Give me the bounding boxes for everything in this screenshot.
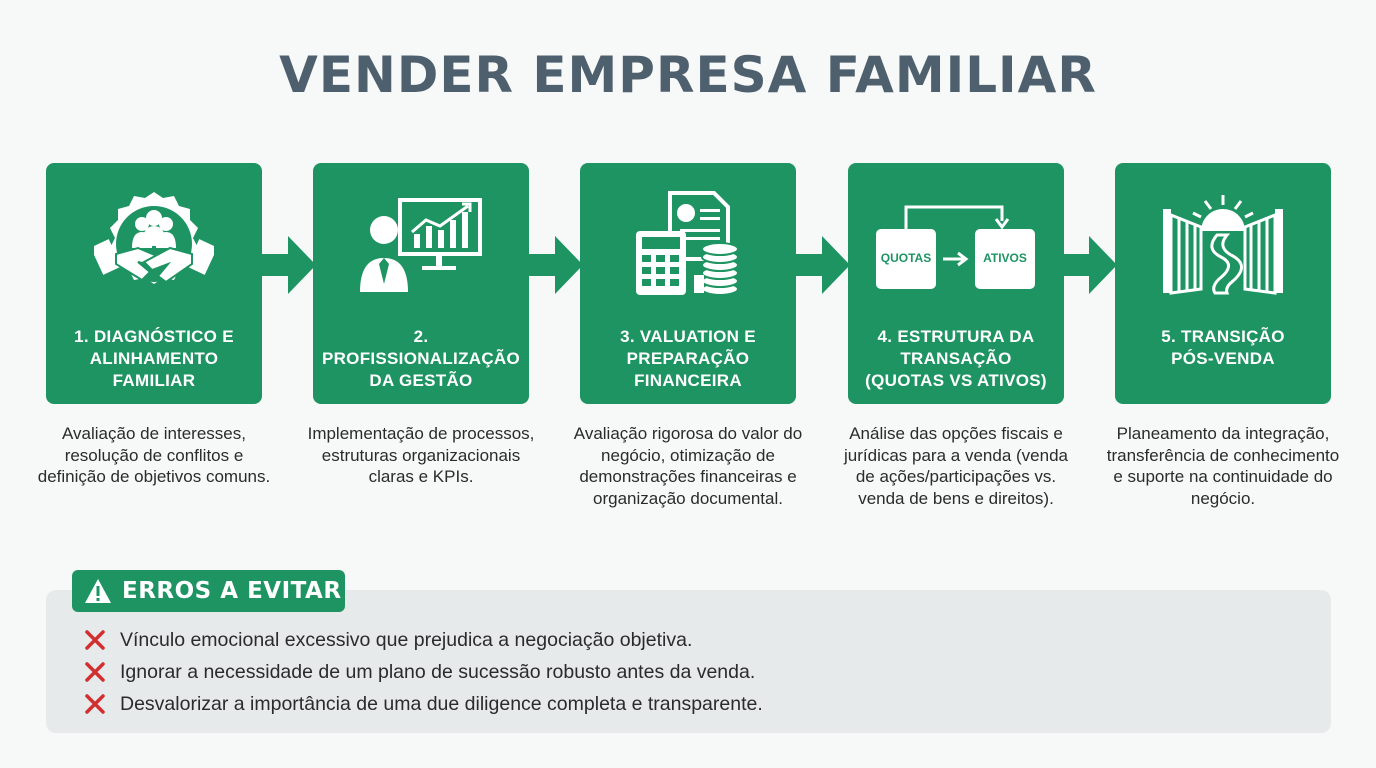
cross-icon <box>85 630 105 650</box>
step-description-2: Implementação de processos, estruturas o… <box>307 424 535 486</box>
cross-icon <box>85 662 105 682</box>
step-card-2: 2. PROFISSIONALIZAÇÃO DA GESTÃO <box>313 163 529 404</box>
quotas-box-text: QUOTAS <box>880 251 932 265</box>
calculator-documents-coins-icon <box>580 185 796 303</box>
error-item-2: Ignorar a necessidade de um plano de suc… <box>84 658 755 686</box>
step-label: 3. VALUATION E PREPARAÇÃO FINANCEIRA <box>620 327 756 390</box>
arrow-right-icon <box>1063 236 1117 294</box>
warning-icon <box>85 579 111 603</box>
handshake-family-icon <box>46 185 262 303</box>
step-label: 1. DIAGNÓSTICO E ALINHAMENTO FAMILIAR <box>74 327 234 390</box>
step-card-3: 3. VALUATION E PREPARAÇÃO FINANCEIRA <box>580 163 796 404</box>
error-item-3: Desvalorizar a importância de uma due di… <box>84 690 763 718</box>
ativos-box-text: ATIVOS <box>983 251 1027 265</box>
arrow-right-icon <box>796 236 850 294</box>
step-card-4: QUOTAS ATIVOS 4. ESTRUTURA DA TRANSAÇÃO … <box>848 163 1064 404</box>
error-item-1: Vínculo emocional excessivo que prejudic… <box>84 626 692 654</box>
arrow-right-icon <box>529 236 583 294</box>
error-item-text: Ignorar a necessidade de um plano de suc… <box>120 660 756 683</box>
presenter-chart-icon <box>313 185 529 303</box>
step-description-5: Planeamento da integração, transferência… <box>1106 424 1340 508</box>
page-title: VENDER EMPRESA FAMILIAR <box>279 46 1097 104</box>
errors-heading: ERROS A EVITAR <box>122 578 342 604</box>
error-item-text: Vínculo emocional excessivo que prejudic… <box>120 628 693 651</box>
step-description-4: Análise das opções fiscais e jurídicas p… <box>844 424 1068 508</box>
errors-panel <box>46 590 1331 733</box>
step-label: 5. TRANSIÇÃO PÓS-VENDA <box>1161 327 1285 368</box>
cross-icon <box>85 694 105 714</box>
error-item-text: Desvalorizar a importância de uma due di… <box>120 692 763 715</box>
step-card-1: 1. DIAGNÓSTICO E ALINHAMENTO FAMILIAR <box>46 163 262 404</box>
step-description-3: Avaliação rigorosa do valor do negócio, … <box>573 424 803 508</box>
errors-heading-tag: ERROS A EVITAR <box>72 570 345 612</box>
step-label: 2. PROFISSIONALIZAÇÃO DA GESTÃO <box>321 327 521 390</box>
quotas-ativos-icon: QUOTAS ATIVOS <box>848 185 1064 303</box>
arrow-right-icon <box>262 236 316 294</box>
step-card-5: 5. TRANSIÇÃO PÓS-VENDA <box>1115 163 1331 404</box>
gate-sunrise-path-icon <box>1115 185 1331 303</box>
step-description-1: Avaliação de interesses, resolução de co… <box>37 424 271 486</box>
step-label: 4. ESTRUTURA DA TRANSAÇÃO (QUOTAS VS ATI… <box>865 327 1047 390</box>
